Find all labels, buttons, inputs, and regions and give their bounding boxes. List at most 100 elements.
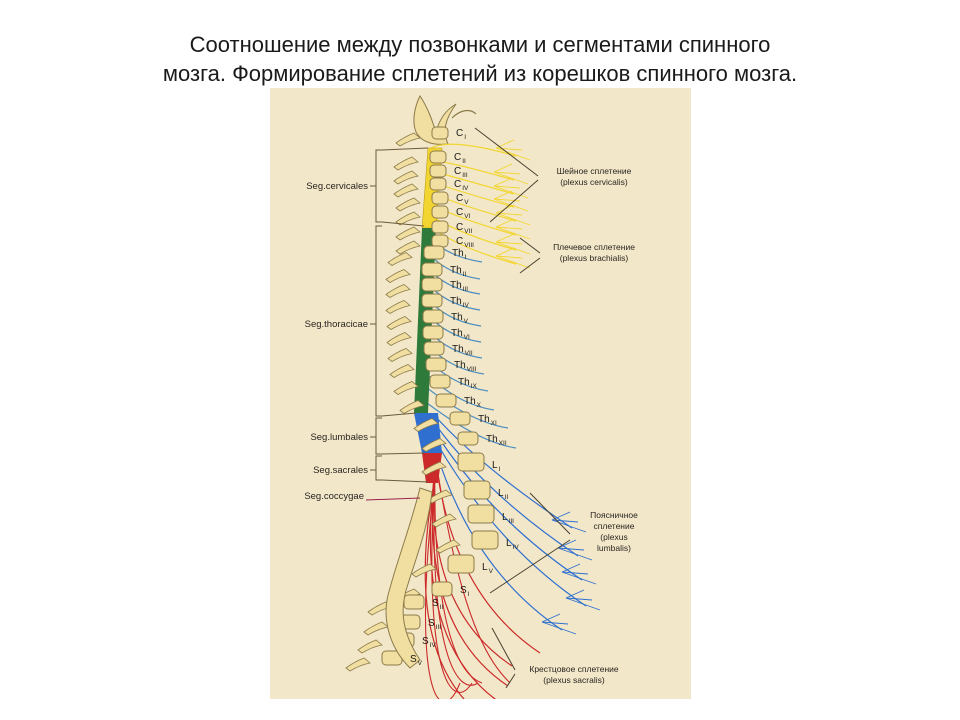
sacral-nerve-long (434, 453, 511, 684)
vertebra-label-11: ThIII (450, 280, 468, 293)
nerve-branch (495, 255, 531, 269)
nerve-root-30 (424, 477, 465, 699)
sacral-nerve-long (431, 471, 473, 693)
spinous-process-6 (395, 211, 421, 226)
sacral-nerve-long (424, 477, 461, 699)
vertebra-label-7: CVII (456, 222, 472, 235)
nerve-branch (541, 621, 577, 635)
nerve-branch (493, 185, 529, 199)
spinous-process-28 (363, 621, 389, 636)
plexus-lumbar-label-2: сплетение (594, 521, 635, 531)
vertebra-body-27 (403, 594, 425, 610)
nerve-branch (565, 597, 601, 611)
nerve-root-22 (434, 423, 579, 557)
vertebra-body-24 (471, 530, 499, 550)
vertebra-body-12 (421, 293, 443, 308)
vertebra-body-5 (431, 191, 449, 205)
vertebra-labels: CICIICIIICIVCVCVICVIICVIIIThIThIIThIIITh… (410, 128, 519, 667)
seg-label-lumbales: Seg.lumbales (310, 432, 368, 443)
nerve-root-1 (427, 143, 517, 157)
vertebra-label-26: SI (460, 585, 470, 598)
vertebra-body-9 (423, 245, 445, 260)
plexus-lumbar-label-3: (plexus (600, 532, 627, 542)
vertebra-body-2 (429, 150, 447, 164)
nerve-branch (493, 163, 513, 173)
vertebra-label-2: CII (454, 152, 466, 165)
plexus-cervical-label-2: (plexus cervicalis) (560, 177, 628, 187)
spinous-process-3 (393, 170, 419, 185)
vertebra-body-6 (431, 205, 449, 219)
spinous-process-12 (385, 300, 411, 314)
spinous-process-5 (395, 197, 421, 212)
spinous-process-29 (357, 639, 383, 654)
nerve-branch (541, 613, 561, 623)
nerve-branch (557, 539, 577, 549)
nerve-branch (565, 589, 585, 599)
vertebra-body-16 (425, 357, 447, 372)
spinous-process-30 (345, 657, 371, 672)
plexus-brachial-label-2: (plexus brachialis) (560, 253, 629, 263)
nerve-branch (495, 255, 523, 259)
plexus-sacral-label-2: (plexus sacralis) (543, 675, 605, 685)
vertebra-label-25: LV (482, 562, 494, 575)
nerve-branch (495, 226, 523, 230)
nerve-root-25 (434, 447, 563, 631)
vertebra-label-20: ThXII (486, 434, 507, 447)
spinous-process-18 (399, 400, 425, 414)
vertebra-body-14 (422, 325, 444, 340)
vertebra-label-6: CVI (456, 207, 471, 220)
title-line-1: Соотношение между позвонками и сегментам… (189, 32, 771, 57)
nerve-branch (493, 198, 529, 212)
vertebra-body-18 (435, 393, 457, 408)
plexus-cervical-label-1: Шейное сплетение (557, 166, 632, 176)
nerve-branch (541, 621, 569, 625)
vertebra-label-22: LII (498, 488, 508, 501)
seg-label-cervicales: Seg.cervicales (306, 181, 368, 192)
nerve-root-23 (434, 431, 583, 581)
spinous-process-14 (386, 332, 412, 346)
nerve-branch (495, 247, 515, 257)
vertebra-body-8 (431, 234, 449, 248)
plexus-lumbar-label-1: Поясничное (590, 510, 638, 520)
vertebra-label-30: SV (410, 654, 423, 667)
vertebra-body-11 (421, 277, 443, 292)
plexus-sacral-label-1: Крестцовое сплетение (529, 664, 619, 674)
seg-label-thoracicae: Seg.thoracicae (305, 319, 368, 330)
nerve-root-21 (434, 415, 573, 529)
vertebra-body-13 (422, 309, 444, 324)
vertebra-body-19 (449, 411, 471, 426)
nerve-branch (565, 597, 593, 601)
vertebra-body-23 (467, 504, 495, 524)
spinous-process-7 (395, 226, 421, 241)
vertebra-label-1: CI (456, 128, 466, 141)
plexus-pointers (474, 127, 571, 689)
vertebra-label-9: ThI (452, 248, 467, 261)
plexus-brachial-label-1: Плечевое сплетение (553, 242, 635, 252)
vertebra-body-1 (431, 126, 449, 140)
title-line-2: мозга. Формирование сплетений из корешко… (162, 61, 798, 86)
vertebra-label-5: CV (456, 193, 469, 206)
spinous-process-1 (395, 132, 421, 147)
spinous-process-21 (421, 461, 447, 476)
vertebra-label-17: ThIX (458, 377, 477, 390)
vertebra-label-15: ThVII (452, 344, 473, 357)
vertebra-body-10 (421, 262, 443, 277)
spinous-process-11 (385, 284, 411, 298)
vertebra-body-21 (457, 452, 485, 472)
vertebra-label-23: LIII (502, 512, 514, 525)
vertebra-label-18: ThX (464, 396, 482, 409)
spinous-process-24 (435, 539, 461, 554)
spinous-process-15 (387, 348, 413, 362)
nerve-branch (495, 241, 523, 245)
vertebra-body-25 (447, 554, 475, 574)
spinous-process-20 (421, 438, 447, 452)
vertebra-label-3: CIII (454, 166, 468, 179)
spinous-process-16 (389, 364, 415, 378)
nerve-branch (495, 147, 531, 161)
nerve-branch (493, 171, 521, 175)
vertebra-label-28: SIII (428, 618, 441, 631)
vertebra-label-14: ThVI (451, 328, 470, 341)
spinous-process-23 (431, 513, 457, 528)
vertebra-label-16: ThVIII (454, 360, 477, 373)
vertebra-label-13: ThV (451, 312, 469, 325)
